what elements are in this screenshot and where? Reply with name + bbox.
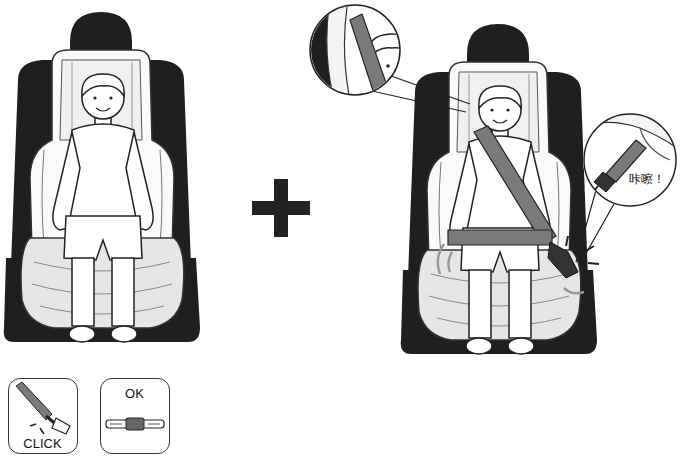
callout-circle	[583, 113, 677, 207]
buckle-callout-art-part-part	[594, 172, 615, 192]
node-label: OK	[125, 387, 144, 401]
seat-belt-part	[474, 126, 556, 244]
click-icon: CLICK	[8, 378, 78, 454]
seat-belt-part	[548, 242, 578, 278]
buckle-callout-art-part-part	[640, 128, 670, 160]
shoulder-callout-part-part	[327, 0, 350, 100]
buckle-callout-art-part	[584, 110, 680, 196]
plus-sign-part	[274, 179, 288, 237]
plus-sign	[252, 179, 310, 237]
motion-marks	[438, 244, 584, 293]
shoulder-callout-part	[305, 0, 418, 100]
click-icon-art	[16, 382, 70, 434]
ok-icon: OK	[100, 378, 170, 454]
node-label: CLICK	[23, 437, 61, 451]
node-label: 咔嚓！	[629, 173, 665, 186]
shoulder-callout-part-part	[386, 64, 390, 68]
click-icon-art-part	[16, 382, 52, 420]
shoulder-callout-part	[310, 5, 400, 95]
callout-circle-outline	[584, 114, 676, 206]
buckle-callout-art-part	[583, 113, 677, 207]
shoulder-callout-part-part	[350, 14, 392, 100]
click-icon-art-part	[52, 418, 70, 434]
right-seat-figure	[401, 24, 597, 354]
buckle-callout: 咔嚓！	[583, 113, 677, 207]
click-icon-art-part	[30, 424, 44, 434]
seat-belt	[448, 126, 578, 278]
ok-icon-art-part	[110, 424, 160, 425]
seat-belt-part	[448, 230, 552, 245]
shoulder-callout	[305, 0, 470, 112]
left-seat-figure	[4, 12, 200, 342]
ok-icon-art	[106, 418, 164, 430]
motion-marks-part	[438, 244, 584, 293]
ok-icon-art-part	[126, 418, 144, 430]
buckle-callout-art	[576, 110, 680, 264]
